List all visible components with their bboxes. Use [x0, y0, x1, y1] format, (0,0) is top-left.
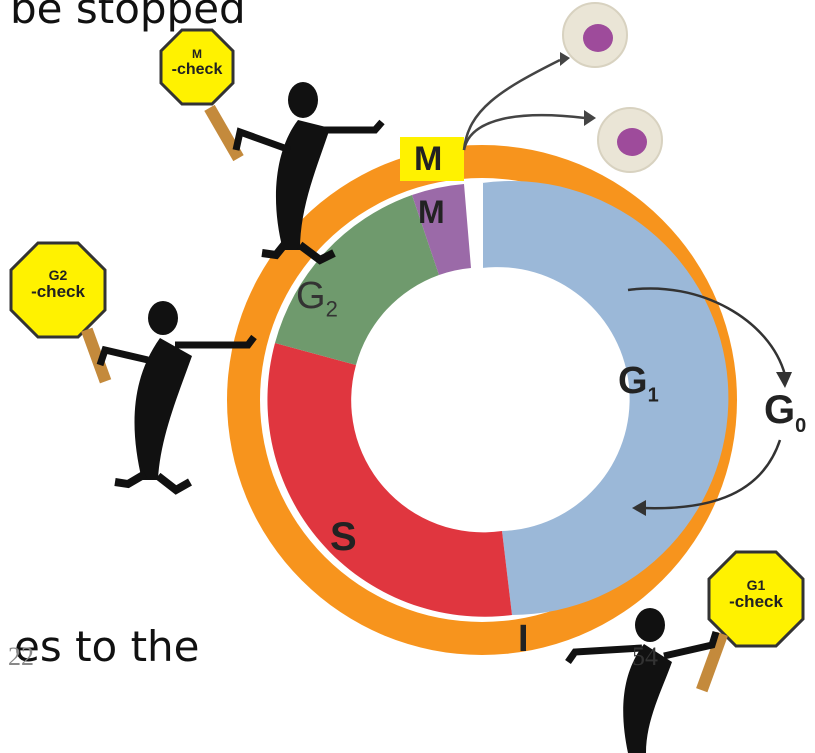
g2-inner-label: G2: [296, 275, 338, 323]
division-arrows: [462, 58, 586, 151]
g1-check-sign: G1 -check: [709, 577, 803, 612]
g0-loop-arrows: [627, 287, 787, 510]
g1-check-line1: G1: [746, 577, 766, 593]
s-segment: [267, 343, 512, 617]
daughter-cell-1: [562, 2, 628, 68]
s-inner-label: S: [330, 515, 357, 559]
m-check-sign: M -check: [161, 47, 233, 79]
g2-check-sign: G2 -check: [11, 267, 105, 302]
g2-checkpoint-figure: [9, 241, 257, 495]
g2-label-sub: 2: [325, 296, 338, 322]
m-segment: [412, 184, 471, 275]
arrow-head-1: [560, 52, 570, 66]
arrow-head-2: [584, 110, 596, 126]
m-outer-box: [400, 137, 464, 181]
m-checkpoint-figure: [159, 28, 385, 265]
g0-label-letter: G: [764, 388, 796, 432]
g2-label-letter: G: [296, 275, 326, 317]
slide-text-bottom: es to the: [14, 622, 200, 671]
slide-text-top: be stopped: [10, 0, 246, 33]
g1-label-letter: G: [618, 360, 648, 402]
g1-label-sub: 1: [647, 384, 659, 407]
g0-arrow-head-2: [632, 500, 646, 516]
m-check-line1: M: [192, 47, 202, 61]
slide-number-left: 22: [8, 642, 34, 671]
g0-label: G0: [764, 388, 806, 438]
g0-arrow-head-1: [776, 372, 792, 388]
g1-inner-label: G1: [618, 360, 659, 408]
g1-check-line2: -check: [729, 592, 783, 612]
page-number: 54: [632, 642, 658, 671]
m-check-line2: -check: [171, 61, 223, 79]
daughter-cell-2: [597, 107, 663, 173]
inner-center: [352, 270, 612, 530]
g2-segment: [275, 195, 439, 365]
g0-label-sub: 0: [795, 415, 807, 437]
m-outer-label: M: [414, 140, 443, 178]
g2-check-line1: G2: [48, 267, 68, 283]
g2-check-line2: -check: [31, 282, 85, 302]
m-inner-label: M: [418, 194, 445, 230]
interphase-label: I: [518, 618, 529, 660]
g1-checkpoint-figure: [565, 550, 805, 753]
